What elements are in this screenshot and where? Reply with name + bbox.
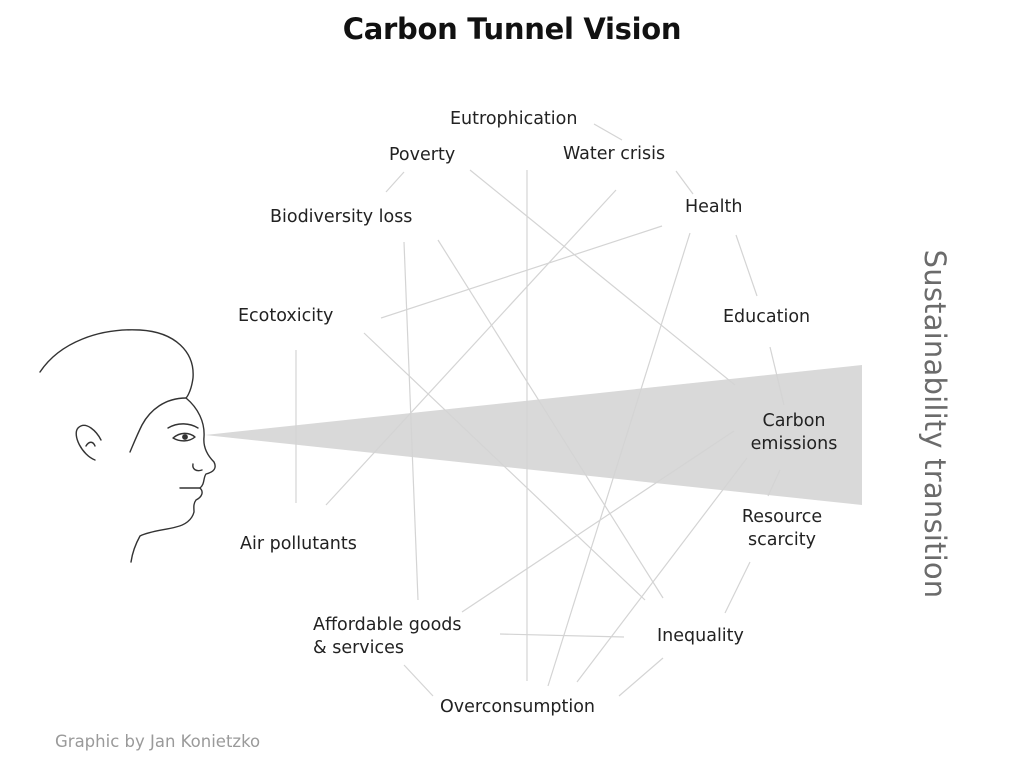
node-carbon-emissions: Carbon emissions: [734, 410, 854, 456]
eyebrow: [167, 423, 199, 429]
node-resource-scarcity-line-1: Resource: [741, 507, 823, 527]
connector-line: [767, 469, 781, 497]
connector-line: [461, 430, 735, 613]
head-illustration: [39, 329, 216, 563]
node-ecotoxicity: Ecotoxicity: [238, 306, 334, 326]
connector-lines: [295, 123, 785, 697]
node-water-crisis: Water crisis: [563, 144, 666, 164]
node-poverty: Poverty: [389, 145, 456, 165]
connector-line: [735, 234, 758, 297]
connector-line: [325, 189, 617, 506]
eye-outline: [172, 432, 196, 442]
node-air-pollutants: Air pollutants: [240, 534, 357, 554]
node-biodiversity-loss: Biodiversity loss: [270, 207, 413, 227]
connector-line: [403, 241, 419, 601]
node-affordable-goods-line-2: & services: [313, 638, 405, 658]
connector-line: [380, 225, 663, 319]
connector-line: [724, 561, 751, 614]
connector-line: [576, 457, 748, 683]
node-resource-scarcity: Resource scarcity: [726, 506, 838, 552]
pupil: [182, 434, 188, 440]
node-overconsumption: Overconsumption: [440, 697, 596, 717]
connector-line: [675, 170, 694, 195]
ear-outline: [75, 424, 102, 461]
node-health: Health: [685, 197, 743, 217]
connector-line: [437, 239, 664, 599]
connector-line: [593, 123, 623, 141]
node-affordable-goods-line-1: Affordable goods: [313, 615, 462, 635]
node-education: Education: [723, 307, 811, 327]
node-eutrophication: Eutrophication: [450, 109, 578, 129]
node-inequality: Inequality: [657, 626, 744, 646]
credit-text: Graphic by Jan Konietzko: [55, 732, 261, 751]
node-affordable-goods: Affordable goods & services: [313, 614, 462, 660]
vision-tunnel: [205, 365, 862, 505]
connector-line: [618, 657, 664, 697]
connector-line: [769, 346, 785, 406]
connector-line: [403, 664, 434, 697]
diagram-title: Carbon Tunnel Vision: [342, 12, 682, 46]
nostril: [192, 463, 203, 472]
connector-line: [363, 332, 646, 601]
node-carbon-emissions-line-1: Carbon: [762, 411, 826, 431]
connector-line: [547, 232, 691, 687]
head-outline: [39, 329, 216, 563]
node-resource-scarcity-line-2: scarcity: [748, 530, 816, 550]
hair-curve: [129, 397, 187, 453]
connector-line: [499, 633, 625, 638]
connector-line: [385, 171, 405, 193]
sustainability-transition-label: Sustainability transition: [918, 249, 952, 599]
node-carbon-emissions-line-2: emissions: [750, 434, 838, 454]
ear-inner: [85, 441, 96, 447]
connector-line: [469, 169, 736, 386]
